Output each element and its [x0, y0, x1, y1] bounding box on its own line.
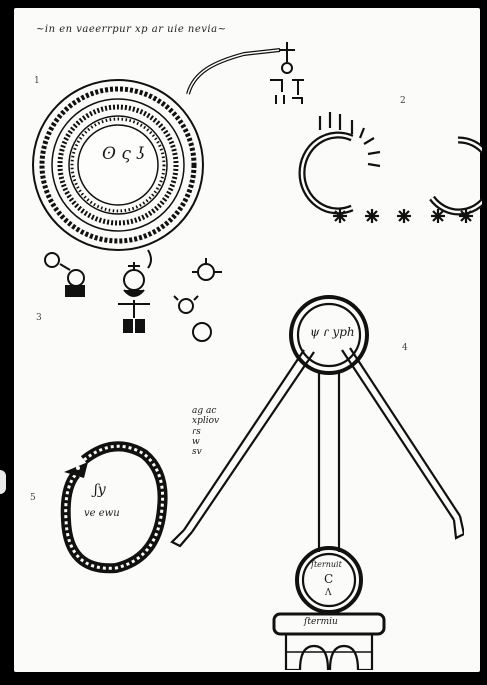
figure-label-2: 2: [400, 96, 406, 106]
sigil-glyph: [262, 40, 312, 110]
compass-side-text: ag ac xpliov ɾs w sv: [192, 406, 219, 458]
compass-side-line: xpliov: [192, 416, 219, 426]
figure-label-5: 5: [30, 493, 36, 503]
ring-center-text: ʘ ς ʖ: [102, 145, 145, 165]
compass-lower-circle-bottom-text: Λ: [325, 588, 332, 598]
serpent-inner-text-1: ʃy: [94, 482, 106, 498]
serpent-inner-text-2: ve ewu: [84, 508, 120, 520]
compass-side-line: w: [192, 437, 219, 447]
compass-side-line: ag ac: [192, 406, 219, 416]
compass-instrument-figure: ψ ɾ yph ſternuit C Λ ſtermiu: [164, 290, 464, 670]
manuscript-page: ~in en vaeerrpur xp ar uie nevia~ 1 2 3 …: [14, 8, 480, 672]
serpent-figure: ʃy ve ewu: [54, 438, 174, 583]
compass-top-circle-text: ψ ɾ yph: [310, 326, 355, 340]
lettered-ring-figure: ʘ ς ʖ: [28, 73, 208, 258]
compass-side-line: sv: [192, 447, 219, 457]
compass-lower-circle-mid-text: C: [324, 573, 333, 587]
page-edge-tab: [0, 470, 6, 494]
compass-lower-circle-top-text: ſternuit: [311, 560, 342, 569]
crescents-figure: [292, 108, 482, 238]
compass-side-line: ɾs: [192, 427, 219, 437]
compass-base-plate-text: ſtermiu: [304, 617, 338, 627]
